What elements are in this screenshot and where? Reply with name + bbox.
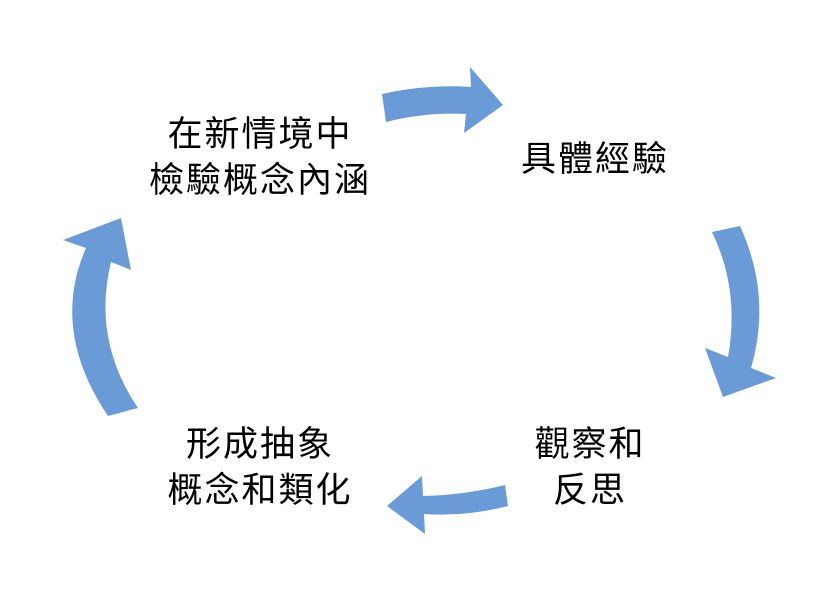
- node-abstract-conceptualization: 形成抽象 概念和類化: [140, 422, 380, 514]
- arrow-right-to-bottom: [705, 226, 776, 397]
- arrow-left-to-top: [63, 218, 138, 416]
- arrow-top-to-right: [382, 67, 503, 133]
- node-line: 概念和類化: [167, 471, 353, 511]
- node-line: 檢驗概念內涵: [148, 161, 371, 201]
- node-line: 在新情境中: [167, 115, 353, 155]
- node-line: 觀察和: [534, 425, 646, 465]
- node-active-experimentation: 在新情境中 檢驗概念內涵: [120, 112, 400, 204]
- arrow-bottom-to-left: [387, 476, 508, 534]
- node-reflective-observation: 觀察和 反思: [505, 422, 675, 514]
- node-line: 反思: [552, 471, 627, 511]
- node-line: 具體經驗: [520, 140, 669, 180]
- node-line: 形成抽象: [185, 425, 334, 465]
- node-concrete-experience: 具體經驗: [500, 137, 690, 183]
